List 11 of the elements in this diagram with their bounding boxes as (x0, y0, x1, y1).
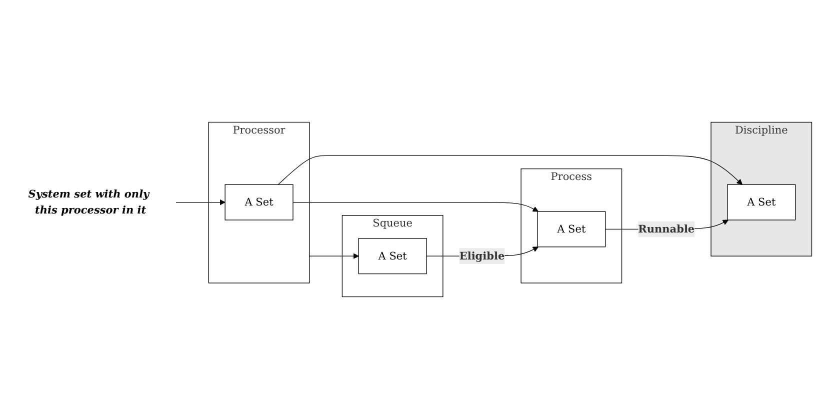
node-box: A Set (727, 184, 796, 220)
arrow (176, 199, 226, 206)
node-box: A Set (358, 238, 427, 274)
node-box: A Set (224, 184, 294, 220)
arrow (292, 202, 538, 212)
edge-label: Runnable (638, 222, 695, 236)
arrow (278, 155, 742, 185)
edge-label: Eligible (459, 250, 505, 262)
node-box: A Set (537, 211, 606, 248)
node-text: System set with only this processor in it (28, 188, 150, 216)
arrow (309, 253, 359, 259)
